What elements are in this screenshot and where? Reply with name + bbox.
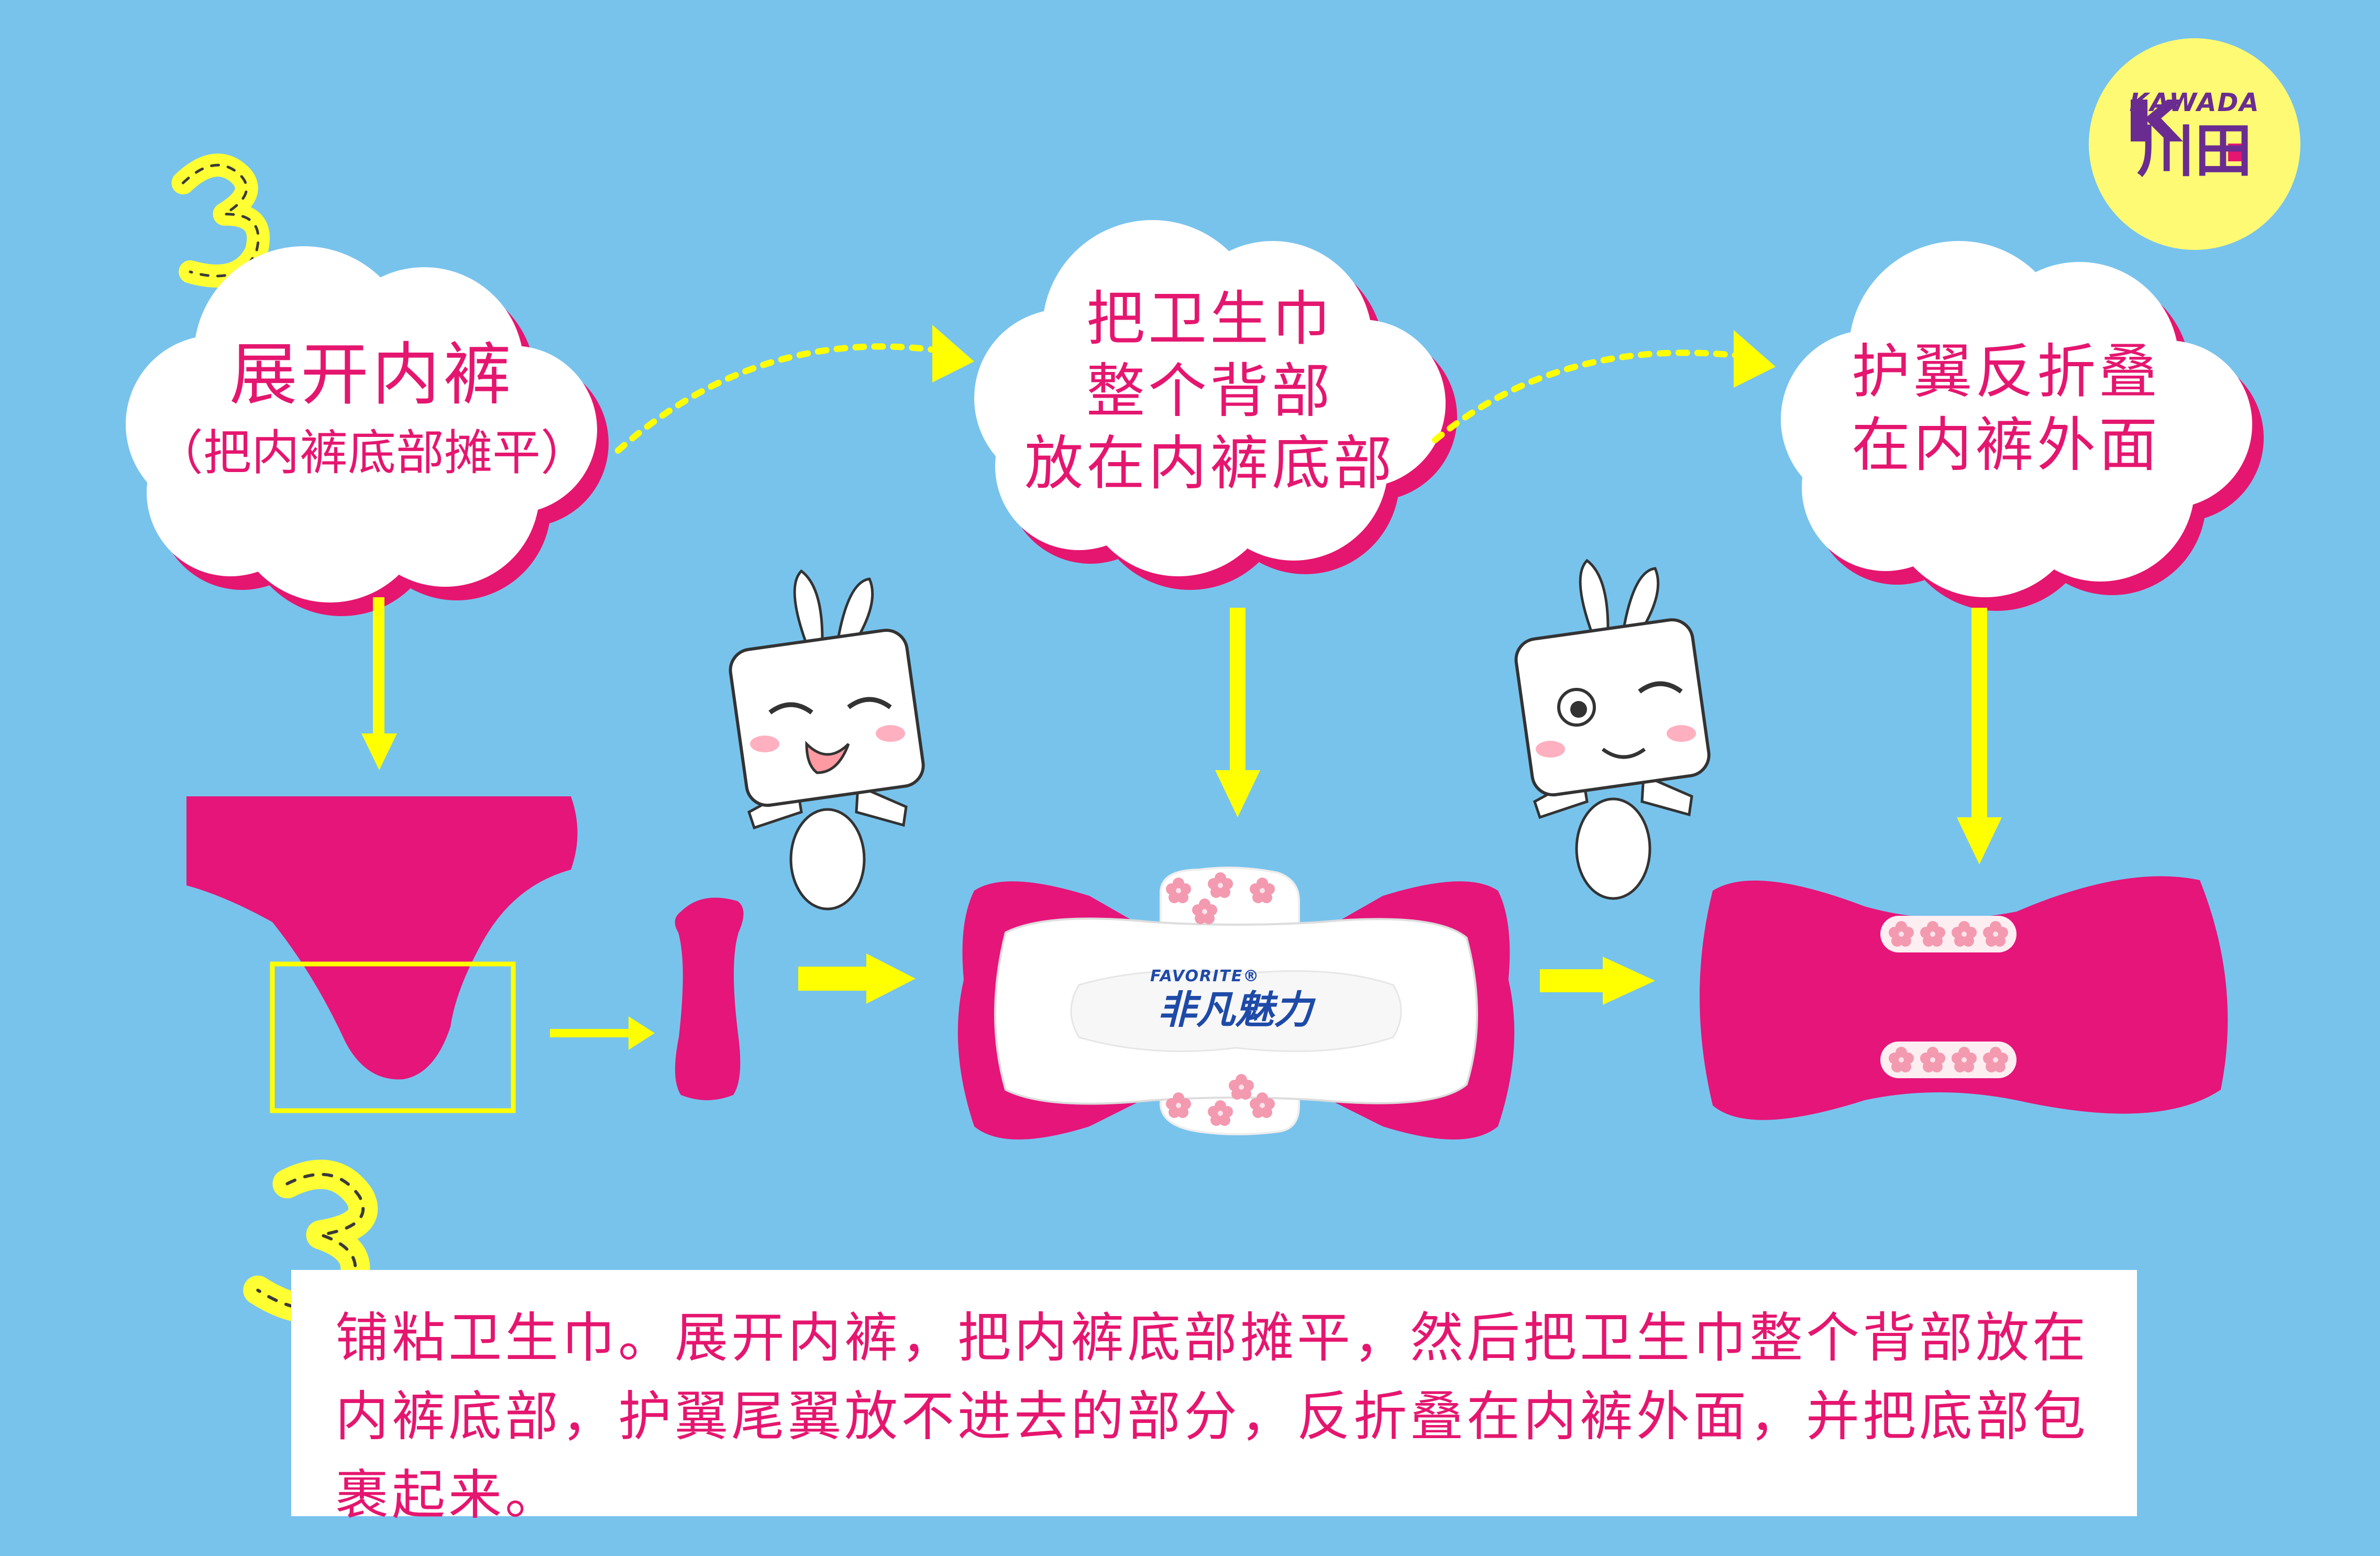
kawada-logo: KAWADA 川田 [2116, 88, 2273, 182]
logo-red-square [2228, 144, 2246, 161]
logo-k-mark [2131, 100, 2183, 141]
step-2-line-1: 把卫生巾 [1086, 285, 1334, 353]
step-2-text: 把卫生巾 整个背部 放在内裤底部 [974, 283, 1446, 500]
bunny-mascot-happy [728, 571, 925, 909]
step-3-line-1: 护翼反折叠 [1852, 338, 2161, 406]
crotch-shape-small [675, 897, 744, 1100]
pad-brand-chinese: 非凡魅力 [1158, 988, 1313, 1033]
dotted-connector-2 [1432, 330, 1776, 443]
down-arrow-3 [1957, 608, 2002, 864]
step-1-text: 展开内裤 （把内裤底部摊平） [136, 330, 608, 487]
step-2-line-2: 整个背部 [1086, 357, 1334, 425]
step-3-line-2: 在内裤外面 [1852, 411, 2161, 479]
pad-on-underwear [957, 867, 1515, 1139]
bunny-mascot-wink [1513, 561, 1711, 898]
step-3-text: 护翼反折叠 在内裤外面 [1770, 335, 2242, 482]
right-arrow-right [1540, 957, 1655, 1005]
down-arrow-2 [1215, 608, 1260, 817]
step-2-line-3: 放在内裤底部 [1024, 430, 1395, 498]
right-arrow-small [550, 1016, 655, 1050]
caption-panel: 铺粘卫生巾。展开内裤，把内裤底部摊平，然后把卫生巾整个背部放在内裤底部，护翼尾翼… [291, 1270, 2137, 1527]
crotch-highlight-box [270, 961, 516, 1113]
step-1-line-2: （把内裤底部摊平） [155, 425, 589, 481]
caption-text: 铺粘卫生巾。展开内裤，把内裤底部摊平，然后把卫生巾整个背部放在内裤底部，护翼尾翼… [335, 1307, 2089, 1527]
step-1-line-1: 展开内裤 [229, 335, 514, 414]
logo-latin-text: KAWADA [2129, 88, 2260, 117]
dotted-connector-1 [615, 325, 974, 454]
right-arrow-mid [798, 954, 916, 1004]
pad-wings-folded [1700, 876, 2228, 1120]
pad-brand-english: FAVORITE® [1150, 967, 1260, 985]
logo-badge [2089, 38, 2300, 250]
down-arrow-1 [361, 597, 397, 770]
panties-illustration [186, 796, 578, 1080]
logo-chinese-text: 川田 [2137, 117, 2252, 184]
